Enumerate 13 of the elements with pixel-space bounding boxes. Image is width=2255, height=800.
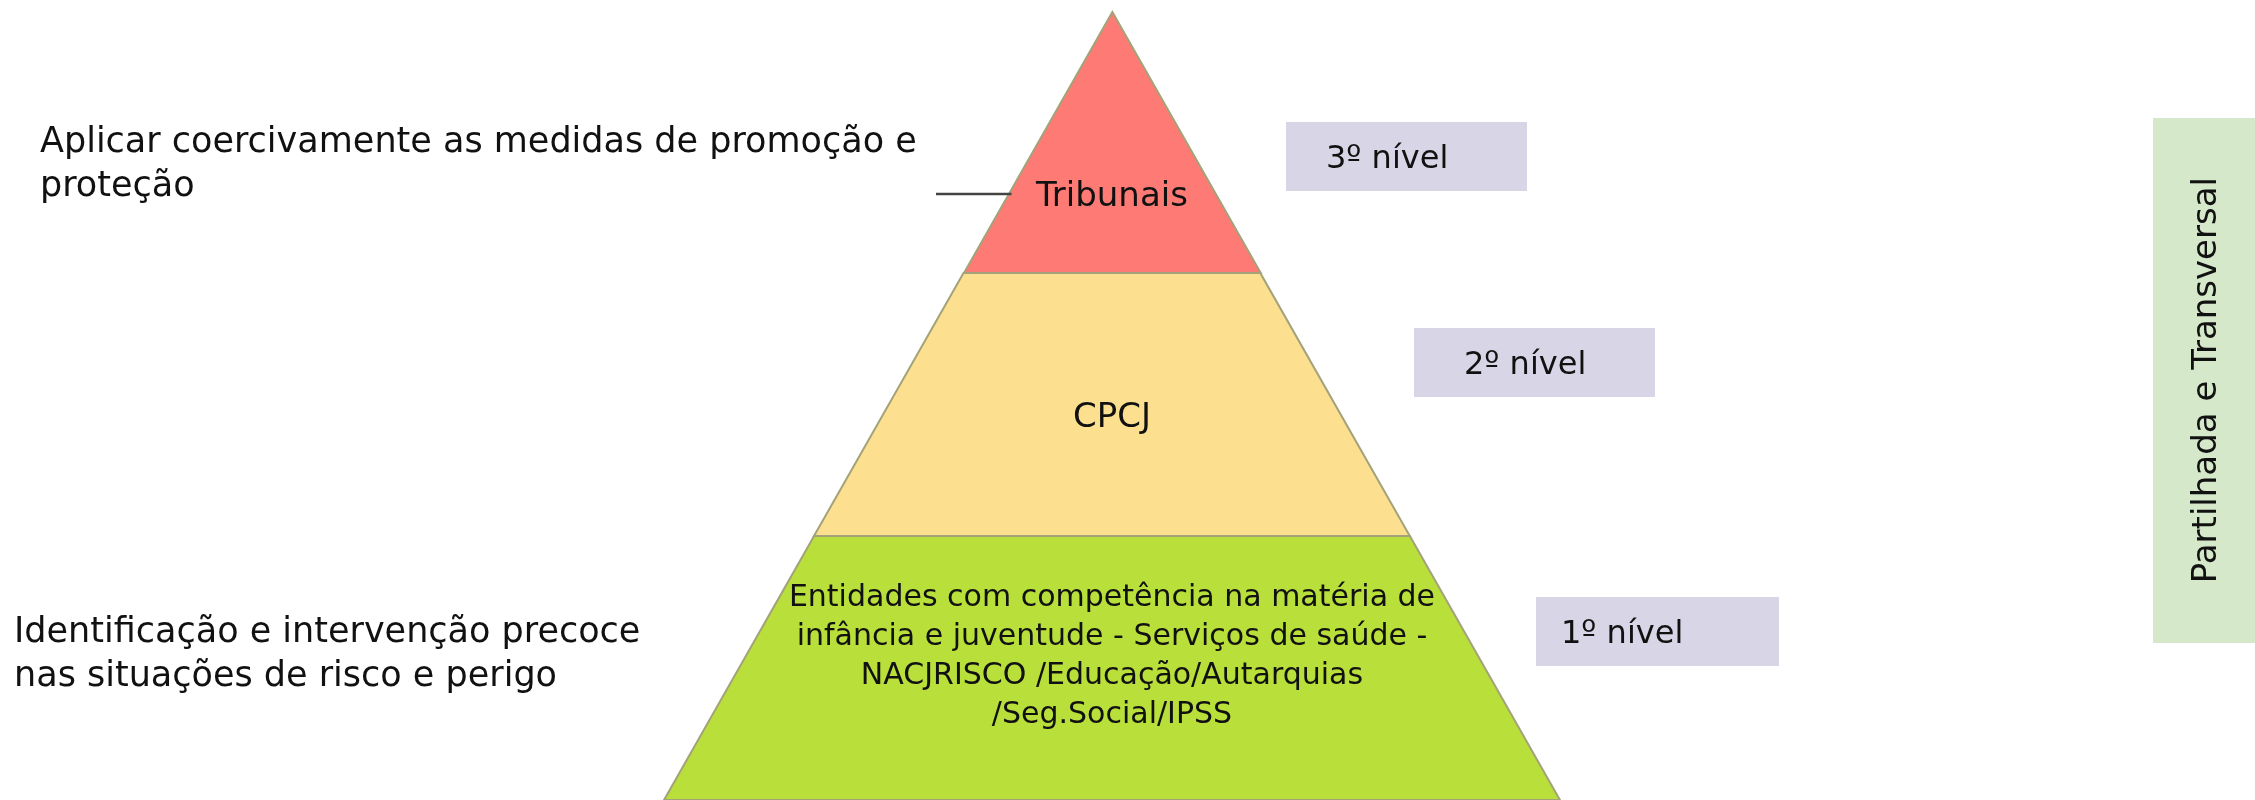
- tier-label: Entidades com competência na matéria de infância e juventude - Serviços de saúde - NACJRISCO /Educação/Autarquias /Seg.Social/IPSS: [787, 577, 1437, 732]
- tier-label: Tribunais: [1035, 173, 1189, 216]
- side-band: Partilhada e Transversal: [2153, 118, 2255, 643]
- pyramid-top-tier: [963, 12, 1261, 273]
- level-box: 1º nível: [1536, 597, 1779, 666]
- leader-line: [936, 192, 1012, 196]
- pyramid-base-tier: [664, 536, 1560, 800]
- level-box: 3º nível: [1286, 122, 1527, 191]
- pyramid-middle-tier: [814, 273, 1410, 536]
- level-box: 2º nível: [1414, 328, 1655, 397]
- side-note: Aplicar coercivamente as medidas de promoção e proteção: [40, 118, 936, 206]
- tier-label: CPCJ: [1071, 394, 1152, 437]
- side-note: Identificação e intervenção precoce nas situações de risco e perigo: [14, 609, 642, 696]
